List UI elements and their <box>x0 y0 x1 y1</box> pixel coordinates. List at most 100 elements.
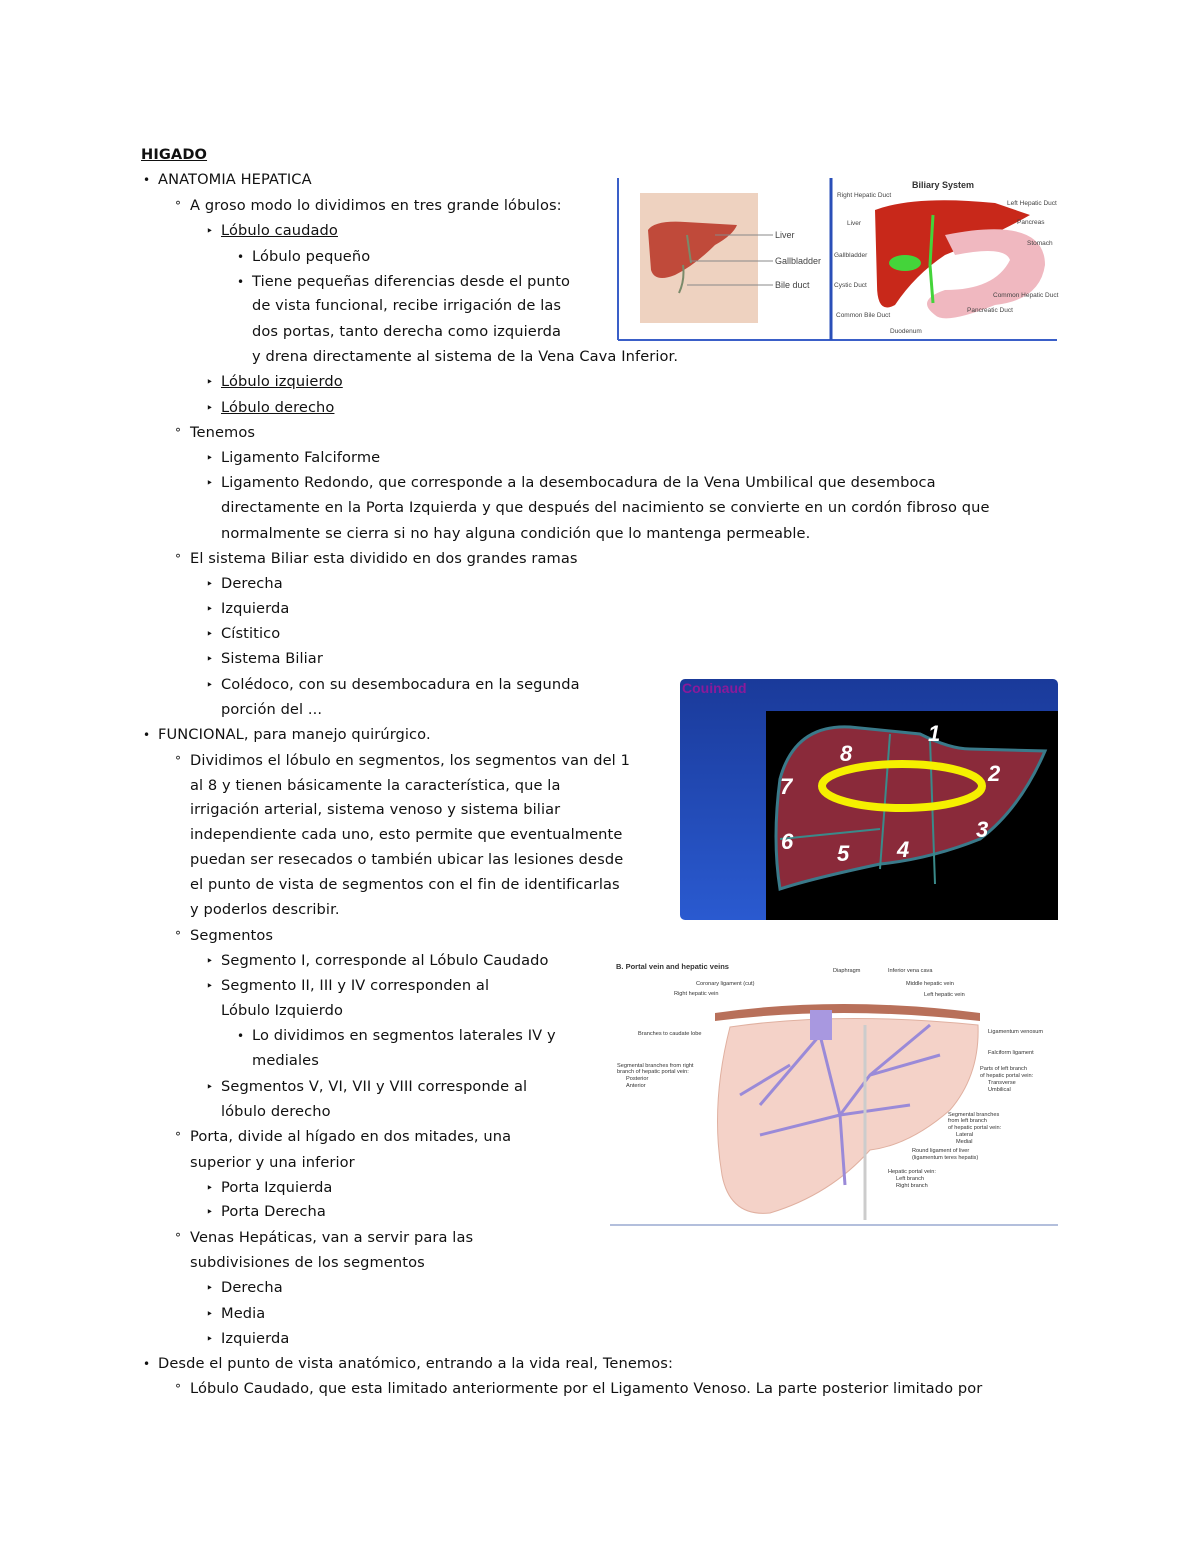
label: Pancreas <box>1017 219 1045 226</box>
list-marker: ° <box>175 1231 181 1245</box>
label: Cystic Duct <box>834 282 867 289</box>
segment-label: 4 <box>896 837 909 862</box>
text-line: al 8 y tienen básicamente la característ… <box>190 777 561 794</box>
label: Liver <box>847 220 862 227</box>
label-liver: Liver <box>775 230 795 240</box>
list-marker: ° <box>175 754 181 768</box>
list-marker: • <box>237 250 245 264</box>
text-line: directamente en la Porta Izquierda y que… <box>221 499 990 516</box>
label: Segmental branches <box>948 1112 1000 1118</box>
text-line: Porta, divide al hígado en dos mitades, … <box>190 1128 512 1145</box>
text-line: Lóbulo pequeño <box>252 248 371 265</box>
rotation-arrow <box>818 760 986 812</box>
text-line: mediales <box>252 1052 319 1069</box>
text-line: dos portas, tanto derecha como izquierda <box>252 323 562 340</box>
text-line: Dividimos el lóbulo en segmentos, los se… <box>190 752 630 769</box>
label-bile-duct: Bile duct <box>775 280 810 290</box>
label: Transverse <box>988 1080 1016 1086</box>
label: Branches to caudate lobe <box>638 1031 701 1037</box>
list-marker: ‣ <box>206 401 214 415</box>
list-marker: ° <box>175 552 181 566</box>
text-line: Porta Derecha <box>221 1203 326 1220</box>
label: Anterior <box>626 1083 646 1089</box>
list-marker: ‣ <box>206 627 214 641</box>
text-line: ANATOMIA HEPATICA <box>158 171 312 188</box>
text-line: Lóbulo Caudado, que esta limitado anteri… <box>190 1380 983 1397</box>
text-line: Lóbulo caudado <box>221 222 338 239</box>
couinaud-title: Couinaud <box>682 680 747 696</box>
label: Medial <box>956 1139 972 1145</box>
label-gallbladder: Gallbladder <box>775 256 821 266</box>
portal-vein-figure: B. Portal vein and hepatic veins Diaphra… <box>610 955 1060 1227</box>
text-line: Desde el punto de vista anatómico, entra… <box>158 1355 673 1372</box>
liver-shape <box>717 1017 979 1214</box>
text-line: irrigación arterial, sistema venoso y si… <box>190 801 561 818</box>
text-line: subdivisiones de los segmentos <box>190 1254 425 1271</box>
biliary-title: Biliary System <box>912 180 974 190</box>
text-line: Segmentos V, VI, VII y VIII corresponde … <box>221 1078 528 1095</box>
text-line: Segmentos <box>190 927 274 944</box>
label: Falciform ligament <box>988 1050 1034 1056</box>
text-line: Cístitico <box>221 625 281 642</box>
stomach-shape <box>927 229 1045 319</box>
segment-label: 3 <box>976 817 988 842</box>
list-marker: ‣ <box>206 602 214 616</box>
list-marker: ‣ <box>206 652 214 666</box>
list-marker: ° <box>175 1130 181 1144</box>
biliary-figure: Liver Gallbladder Bile duct Biliary Syst… <box>617 178 1059 341</box>
text-line: FUNCIONAL, para manejo quirúrgico. <box>158 726 431 743</box>
text-line: Izquierda <box>221 1330 290 1347</box>
list-marker: • <box>143 728 151 742</box>
label: Pancreatic Duct <box>967 307 1013 314</box>
text-line: normalmente se cierra si no hay alguna c… <box>221 525 811 542</box>
list-marker: ‣ <box>206 1205 214 1219</box>
list-marker: ‣ <box>206 375 214 389</box>
liver-shape <box>875 200 1030 308</box>
label: Common Hepatic Duct <box>993 292 1059 299</box>
label: Inferior vena cava <box>888 968 933 974</box>
list-marker: ‣ <box>206 224 214 238</box>
biliary-labels: Right Hepatic Duct Left Hepatic Duct Liv… <box>834 192 1059 335</box>
text-line: independiente cada uno, esto permite que… <box>190 826 623 843</box>
label: Middle hepatic vein <box>906 981 954 987</box>
list-marker: ‣ <box>206 1080 214 1094</box>
text-line: Lóbulo izquierdo <box>221 373 343 390</box>
label: Right Hepatic Duct <box>837 192 891 199</box>
text-line: Derecha <box>221 575 283 592</box>
portal-title: B. Portal vein and hepatic veins <box>616 962 729 971</box>
label: branch of hepatic portal vein: <box>617 1069 689 1075</box>
list-marker: • <box>237 275 245 289</box>
text-line: lóbulo derecho <box>221 1103 331 1120</box>
label: Left hepatic vein <box>924 992 965 998</box>
label: (ligamentum teres hepatis) <box>912 1155 978 1161</box>
list-marker: ‣ <box>206 1332 214 1346</box>
text-line: Media <box>221 1305 266 1322</box>
list-marker: ‣ <box>206 476 214 490</box>
label: Coronary ligament (cut) <box>696 981 755 987</box>
text-line: y poderlos describir. <box>190 901 340 918</box>
label: Ligamentum venosum <box>988 1029 1043 1035</box>
list-marker: • <box>143 1357 151 1371</box>
text-line: el punto de vista de segmentos con el fi… <box>190 876 620 893</box>
label: Right branch <box>896 1183 928 1189</box>
liver-shape <box>648 221 737 279</box>
list-marker: ‣ <box>206 954 214 968</box>
text-line: Lóbulo Izquierdo <box>221 1002 343 1019</box>
text-line: Tiene pequeñas diferencias desde el punt… <box>252 273 571 290</box>
label: Parts of left branch <box>980 1066 1027 1072</box>
segment-label: 2 <box>987 761 1001 786</box>
label: from left branch <box>948 1118 987 1124</box>
text-line: Colédoco, con su desembocadura en la seg… <box>221 676 580 693</box>
label: Duodenum <box>890 328 922 335</box>
text-line: Lóbulo derecho <box>221 399 335 416</box>
list-marker: ° <box>175 929 181 943</box>
list-marker: • <box>237 1029 245 1043</box>
text-line: Derecha <box>221 1279 283 1296</box>
list-marker: ‣ <box>206 1181 214 1195</box>
text-line: Tenemos <box>190 424 256 441</box>
label: Posterior <box>626 1076 649 1082</box>
segment-label: 5 <box>837 841 850 866</box>
couinaud-figure: Couinaud 1 2 3 4 5 6 7 8 <box>680 679 1058 920</box>
list-marker: ° <box>175 426 181 440</box>
page-title: HIGADO <box>141 146 208 163</box>
